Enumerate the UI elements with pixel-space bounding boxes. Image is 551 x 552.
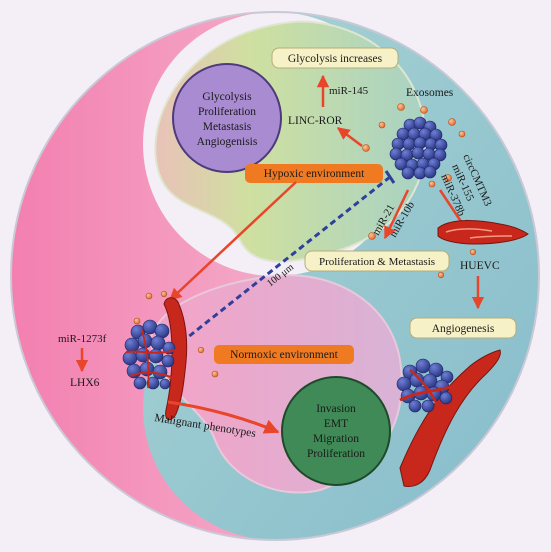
scale-dashed-line (177, 175, 391, 347)
arrow-tumor-to-phenotypes (167, 400, 280, 434)
huevc-cells (437, 220, 529, 245)
hypoxic-environment-label: Hypoxic environment (245, 164, 383, 183)
angiogenesis-box: Angiogenesis (409, 317, 517, 339)
normoxic-environment-label: Normoxic environment (214, 345, 354, 364)
svg-text:Hypoxic environment: Hypoxic environment (264, 168, 365, 180)
green-line-1: Invasion (316, 403, 356, 415)
circle-line-2: Proliferation (198, 106, 256, 118)
arrow-exosome-to-proliferation (383, 189, 410, 240)
angiogenesis-tumor (396, 349, 501, 487)
hypoxic-effects-circle: Glycolysis Proliferation Metastasis Angi… (172, 63, 282, 173)
circle-line-3: Metastasis (203, 121, 252, 133)
circle-line-4: Angiogenisis (197, 136, 258, 148)
mir-1273f-label: miR-1273f (58, 333, 107, 345)
glycolysis-increases-label: Glycolysis increases (288, 53, 383, 65)
mir-145-label: miR-145 (329, 85, 369, 97)
arrow-hypoxic-to-tumor (169, 181, 297, 301)
lhx6-label: LHX6 (70, 377, 100, 389)
svg-text:Proliferation & Metastasis: Proliferation & Metastasis (319, 256, 435, 268)
main-tumor (122, 297, 188, 421)
linc-ror-label: LINC-ROR (288, 115, 343, 127)
green-line-3: Migration (313, 433, 359, 445)
normoxic-effects-circle: Invasion EMT Migration Proliferation (281, 376, 391, 486)
glycolysis-increases-box: Glycolysis increases (271, 47, 399, 69)
green-line-4: Proliferation (307, 448, 365, 460)
proliferation-metastasis-box: Proliferation & Metastasis (304, 250, 450, 272)
huevc-label: HUEVC (460, 260, 500, 272)
green-line-2: EMT (324, 418, 348, 430)
circle-line-1: Glycolysis (202, 91, 252, 103)
svg-text:Normoxic environment: Normoxic environment (230, 349, 338, 361)
exosomes-label: Exosomes (406, 87, 454, 99)
arrow-exosome-to-linc (337, 127, 363, 147)
svg-text:Angiogenesis: Angiogenesis (432, 323, 495, 335)
exosome-cluster (389, 116, 448, 180)
